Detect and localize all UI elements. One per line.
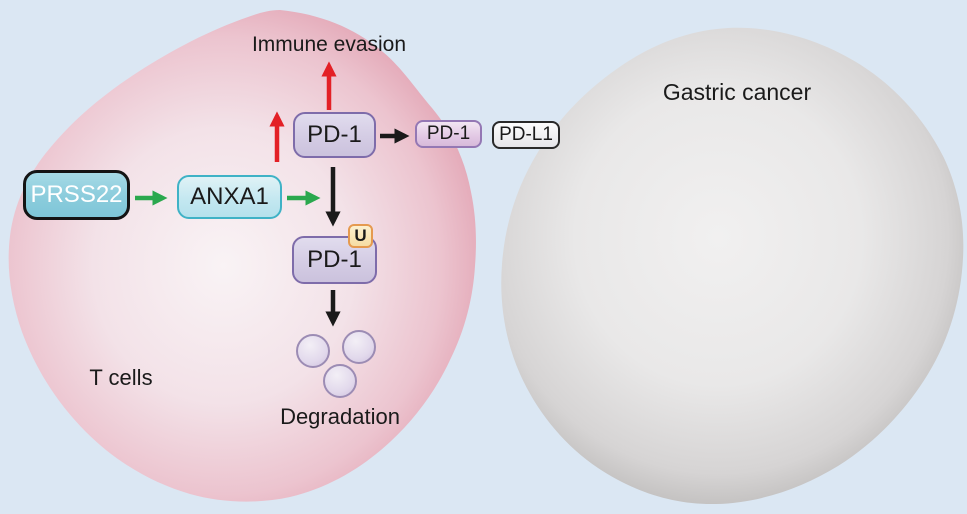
pd1-node: PD-1: [293, 112, 376, 158]
degradation-label: Degradation: [280, 404, 400, 429]
degradation-particle: [323, 364, 357, 398]
pd1-membrane-node: PD-1: [415, 120, 482, 148]
prss22-node: PRSS22: [23, 170, 130, 220]
gastric-cancer-label: Gastric cancer: [662, 79, 812, 105]
pdl1-membrane-node: PD-L1: [492, 121, 560, 149]
gastric-cancer-body: [501, 27, 964, 505]
ubiquitin-tag: U: [348, 224, 373, 248]
degradation-particle: [342, 330, 376, 364]
degradation-particle: [296, 334, 330, 368]
immune-evasion-label: Immune evasion: [251, 33, 407, 56]
t-cells-label: T cells: [89, 365, 153, 390]
anxa1-node: ANXA1: [177, 175, 282, 219]
